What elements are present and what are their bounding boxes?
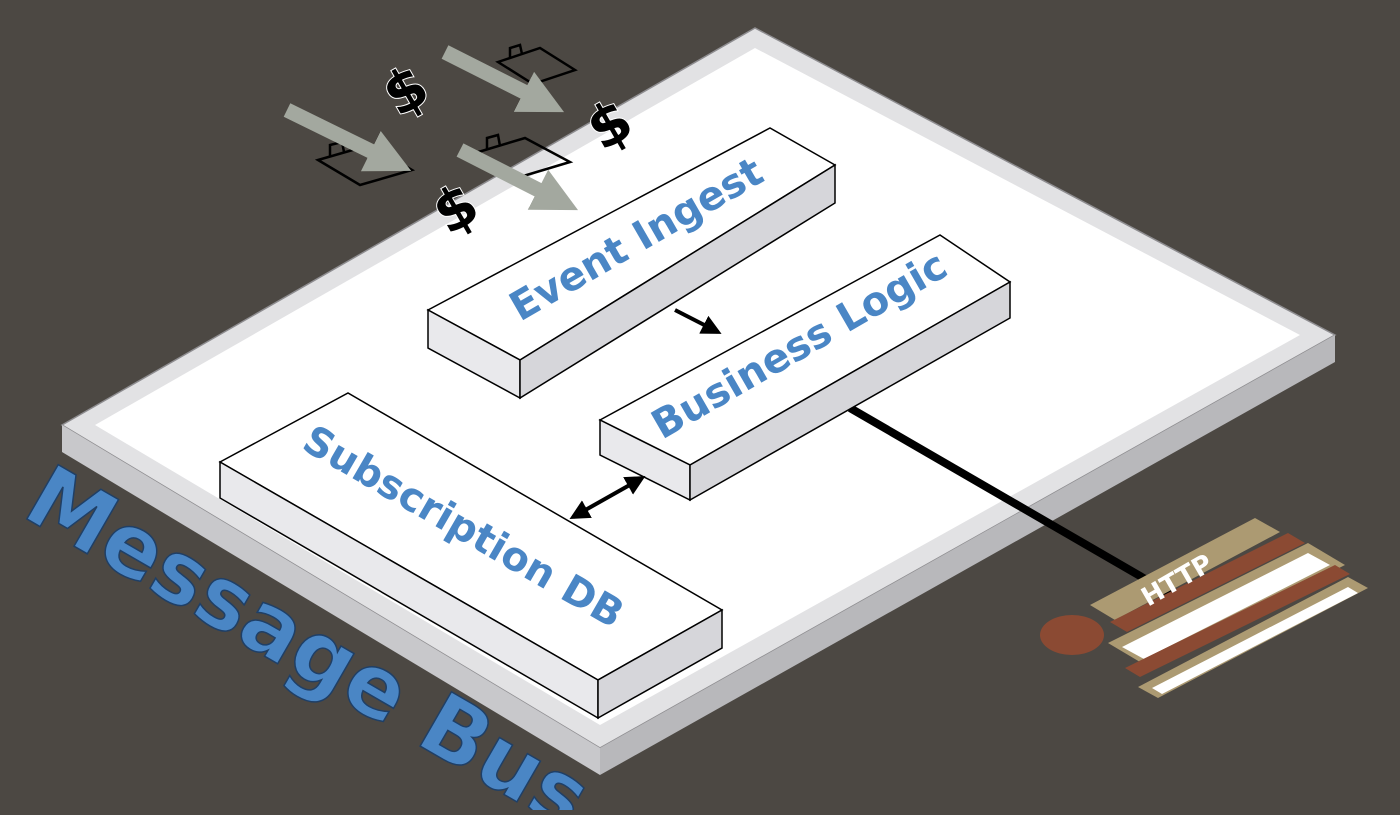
dollar-icon: $	[371, 51, 440, 130]
http-connection-line	[847, 404, 1181, 602]
event-arrow-icon	[283, 103, 412, 172]
business-logic-box	[598, 234, 1012, 502]
subscription-db-box	[218, 392, 724, 720]
event-arrow-icon	[456, 143, 579, 211]
http-endpoint	[1040, 518, 1368, 698]
http-connector-dot	[1040, 615, 1104, 655]
logic-db-bidirectional-arrow	[569, 476, 646, 519]
event-ingest-box	[426, 127, 837, 400]
event-arrow-icon	[441, 45, 565, 113]
ingest-to-logic-arrow	[674, 308, 722, 334]
